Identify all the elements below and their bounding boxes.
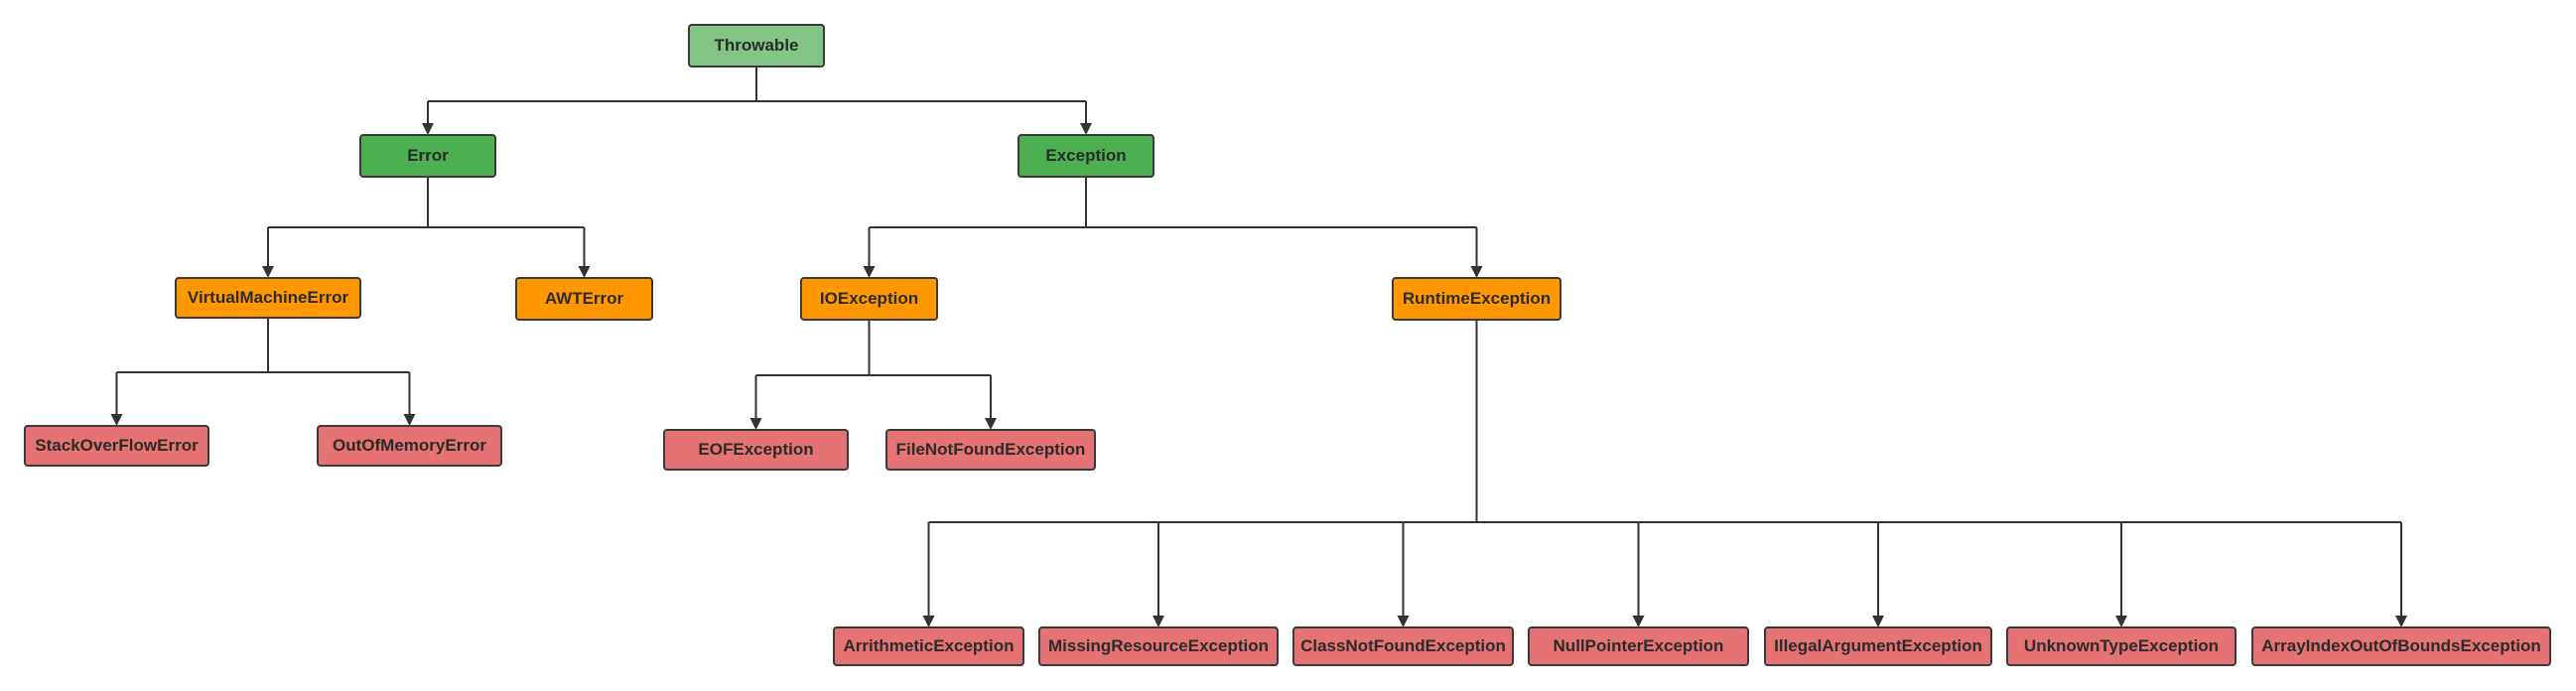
node-unknown-type-exception: UnknownTypeException <box>2006 626 2237 666</box>
node-label: Exception <box>1045 146 1127 165</box>
node-label: ClassNotFoundException <box>1300 636 1506 655</box>
node-label: Error <box>407 146 449 165</box>
node-label: StackOverFlowError <box>35 436 199 455</box>
node-io-exception: IOException <box>800 277 938 321</box>
node-label: AWTError <box>544 289 624 308</box>
node-error: Error <box>359 134 496 178</box>
node-label: ArrayIndexOutOfBoundsException <box>2261 636 2541 655</box>
node-label: VirtualMachineError <box>187 288 349 307</box>
node-file-not-found-exception: FileNotFoundException <box>885 429 1096 471</box>
node-runtime-exception: RuntimeException <box>1392 277 1561 321</box>
node-missing-resource-exception: MissingResourceException <box>1038 626 1279 666</box>
node-label: RuntimeException <box>1402 289 1552 308</box>
node-label: OutOfMemoryError <box>333 436 486 455</box>
node-label: MissingResourceException <box>1047 636 1269 655</box>
node-label: EOFException <box>698 440 814 459</box>
node-label: Throwable <box>714 36 799 55</box>
node-label: NullPointerException <box>1553 636 1724 655</box>
node-class-not-found-exception: ClassNotFoundException <box>1292 626 1514 666</box>
node-virtual-machine-error: VirtualMachineError <box>175 277 361 319</box>
node-array-index-out-of-bounds-exception: ArrayIndexOutOfBoundsException <box>2251 626 2551 666</box>
node-eof-exception: EOFException <box>663 429 849 471</box>
node-null-pointer-exception: NullPointerException <box>1528 626 1749 666</box>
node-label: FileNotFoundException <box>895 440 1086 459</box>
node-label: UnknownTypeException <box>2023 636 2220 655</box>
node-label: ArrithmeticException <box>843 636 1015 655</box>
node-awt-error: AWTError <box>515 277 653 321</box>
node-label: IllegalArgumentException <box>1774 636 1982 655</box>
node-label: IOException <box>819 289 919 308</box>
node-stack-overflow-error: StackOverFlowError <box>24 425 209 467</box>
node-illegal-argument-exception: IllegalArgumentException <box>1764 626 1992 666</box>
node-arithmetic-exception: ArrithmeticException <box>833 626 1024 666</box>
node-exception: Exception <box>1017 134 1154 178</box>
node-throwable: Throwable <box>688 24 825 68</box>
node-out-of-memory-error: OutOfMemoryError <box>317 425 502 467</box>
